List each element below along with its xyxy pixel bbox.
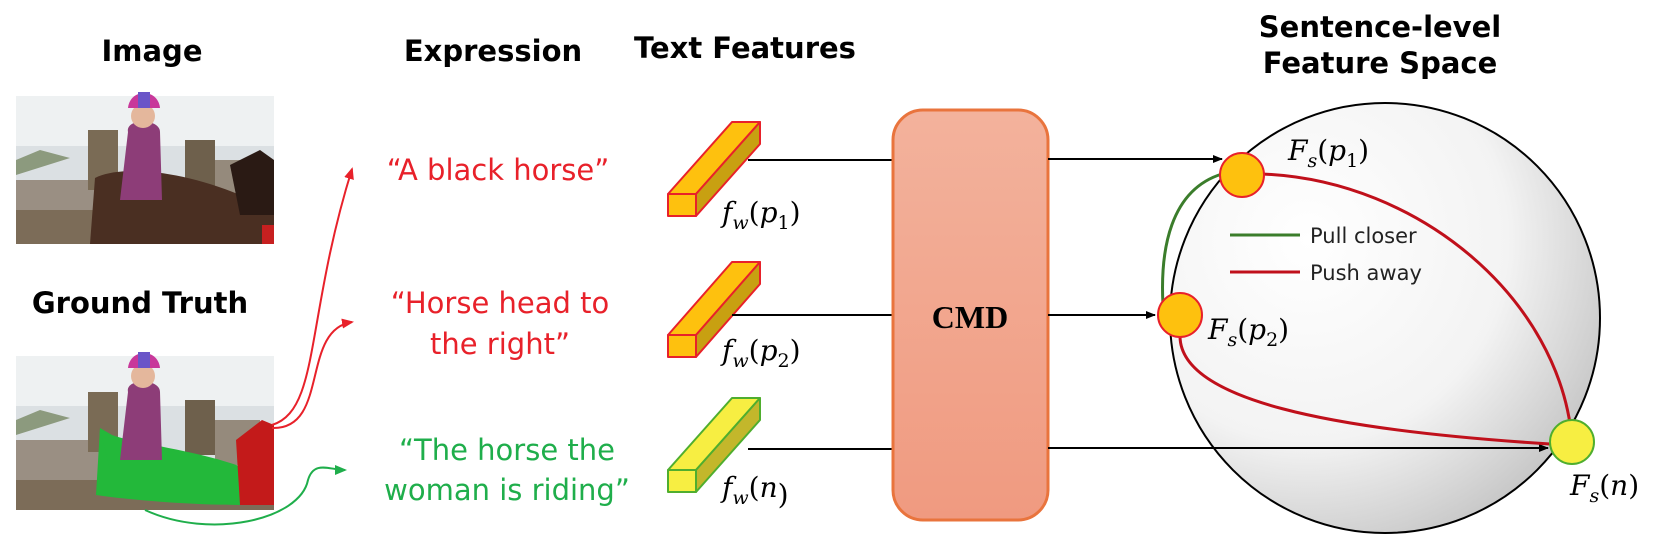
text-features-header: Text Features <box>634 31 856 65</box>
expression-2-line-1: “Horse head to <box>391 286 610 320</box>
feature-space-point-2 <box>1157 292 1203 338</box>
expression-3-line-2: woman is riding” <box>384 473 630 507</box>
feature-label-1: fw(p1) <box>720 196 801 234</box>
point-label-1: Fs(p1) <box>1287 134 1369 172</box>
feature-prism-1 <box>667 121 761 217</box>
gt-to-expression-2-arrow <box>271 318 354 430</box>
feature-prism-3 <box>667 397 761 493</box>
gt-to-expression-3-arrow <box>144 464 347 526</box>
push-away-curve-1 <box>1261 172 1574 441</box>
expression-2: “Horse head to the right” <box>391 286 610 361</box>
expression-3: “The horse the woman is riding” <box>384 433 630 507</box>
feature-label-2: fw(p2) <box>720 334 801 372</box>
gt-to-expression-1-arrow <box>271 167 354 426</box>
input-image <box>16 92 274 244</box>
pull-closer-curve <box>1161 172 1223 306</box>
image-header: Image <box>101 34 202 68</box>
legend-label-pull: Pull closer <box>1310 224 1417 248</box>
feature-space-header-line2: Feature Space <box>1263 46 1498 80</box>
feature-space-point-n <box>1549 419 1595 465</box>
expression-1-line-1: “A black horse” <box>387 153 610 187</box>
point-label-n: Fs(n) <box>1569 469 1639 507</box>
feature-prism-2 <box>667 261 761 358</box>
point-label-2: Fs(p2) <box>1207 313 1289 351</box>
feature-space-point-1 <box>1219 152 1265 198</box>
cmd-label: CMD <box>932 299 1008 335</box>
push-away-curve-2 <box>1178 335 1551 446</box>
feature-space-header-line1: Sentence-level <box>1259 10 1501 44</box>
feature-label-3: fw(n) <box>720 471 789 511</box>
legend: Pull closer Push away <box>1230 224 1422 285</box>
legend-label-push: Push away <box>1310 261 1422 285</box>
ground-truth-image <box>16 352 274 510</box>
expression-header: Expression <box>404 34 582 68</box>
expression-2-line-2: the right” <box>430 327 570 361</box>
expression-1: “A black horse” <box>387 153 610 187</box>
ground-truth-header: Ground Truth <box>32 286 248 320</box>
expression-3-line-1: “The horse the <box>399 433 615 467</box>
